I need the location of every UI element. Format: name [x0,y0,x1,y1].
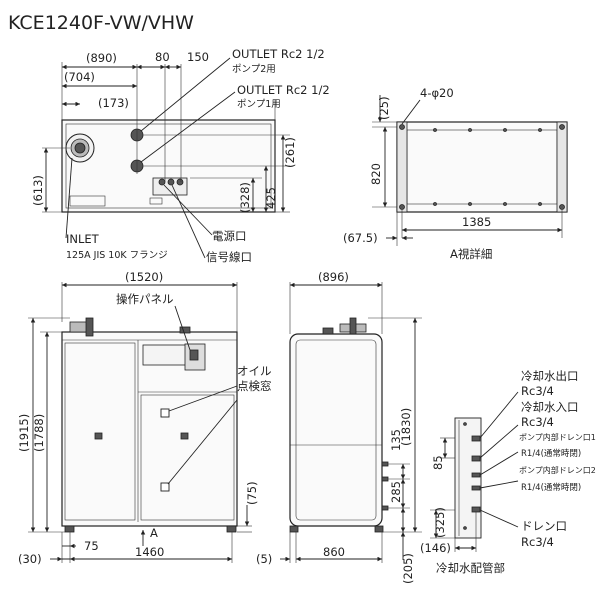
pump-drain-2-fitting [471,485,481,491]
dim-820: 820 [369,163,383,185]
dim-75-vertical: (75) [245,481,259,505]
dim-261: (261) [283,137,297,168]
cooling-water-inlet-size: Rc3/4 [521,415,554,429]
dim-613: (613) [31,175,45,206]
door-handle-1 [94,432,103,440]
detail-a-caption: A視詳細 [450,247,492,261]
dim-30: (30) [18,552,42,566]
outlet-1-label: OUTLET Rc2 1/2 [237,83,330,97]
dim-150: 150 [187,50,209,64]
front-view: 操作パネル オイル 点検窓 (1520) (1915) (1788) (75) [17,270,272,566]
dim-1788: (1788) [32,414,46,452]
inlet-sub: 125A JIS 10K フランジ [66,250,168,261]
power-port [158,178,166,186]
dim-328: (328) [238,182,252,213]
pump-drain-2-size: R1/4(通常時閉) [521,482,581,493]
dim-896: (896) [318,270,349,284]
cooling-water-inlet-label: 冷却水入口 [521,400,579,414]
dim-860: 860 [323,545,345,559]
cooling-water-outlet-size: Rc3/4 [521,384,554,398]
dim-67-5: (67.5) [343,231,378,245]
cooling-water-piping-detail: 冷却水出口 Rc3/4 冷却水入口 Rc3/4 ポンプ内部ドレン口1 R1/4(… [420,369,596,575]
inlet-label: INLET [66,232,100,246]
drain-size: Rc3/4 [521,535,554,549]
dim-1520: (1520) [125,270,163,284]
pump-drain-1-fitting [471,472,481,478]
power-port-label: 電源口 [212,229,247,243]
outlet-2-label: OUTLET Rc2 1/2 [232,47,325,61]
dim-325: (325) [433,507,447,538]
dim-704: (704) [64,70,95,84]
oil-window-label-2: 点検窓 [237,379,272,393]
dim-425: 425 [264,187,278,209]
pump-drain-1-label: ポンプ内部ドレン口1 [519,432,596,442]
cooling-water-outlet-fitting [471,435,481,442]
dim-80: 80 [155,50,170,64]
drain-fitting [471,506,481,513]
signal-port-label: 信号線口 [206,250,252,264]
dim-890: (890) [86,51,117,65]
oil-window-2 [160,482,170,492]
dim-25: (25) [377,96,391,120]
dim-205: (205) [401,553,415,584]
side-cabinet [289,333,383,527]
cooling-water-outlet-label: 冷却水出口 [521,369,579,383]
model-title: KCE1240F-VW/VHW [8,12,194,34]
detail-a-view: (25) 820 4-φ20 1385 (67.5) A視詳細 [343,86,568,261]
operation-panel-label: 操作パネル [116,292,174,306]
pump-drain-1-size: R1/4(通常時閉) [521,448,581,459]
outlet-1-sub: ポンプ1用 [237,99,281,110]
dim-1385: 1385 [462,215,491,229]
mount-hole-2 [559,124,565,130]
view-arrow-a: A [150,526,158,540]
mount-hole-1 [399,124,405,130]
oil-window-label-1: オイル [237,364,272,378]
side-view: (896) (1830) 135 285 (205) (5) 860 [256,270,422,584]
dim-1830: (1830) [399,408,413,446]
dim-75: 75 [84,539,99,553]
cooling-water-inlet-fitting [471,455,481,462]
mount-hole-4 [559,204,565,210]
mount-hole-3 [399,204,405,210]
dim-1460: 1460 [135,545,164,559]
detail-a-frame [396,121,568,213]
signal-port [167,178,175,186]
oil-window-1 [160,408,170,418]
holes-label: 4-φ20 [420,86,454,100]
pump-drain-2-label: ポンプ内部ドレン口2 [519,465,596,475]
piping-caption: 冷却水配管部 [436,561,505,575]
door-handle-2 [180,432,189,440]
dim-135: 135 [389,429,403,451]
dim-146: (146) [420,541,451,555]
dim-173: (173) [98,96,129,110]
outlet-2-sub: ポンプ2用 [232,64,276,75]
dim-5: (5) [256,552,272,566]
drain-label: ドレン口 [521,519,567,533]
dim-285: 285 [389,481,403,503]
top-view: (890) (704) (173) 80 150 (613) (261) (32… [31,47,330,264]
dim-85: 85 [431,455,445,470]
dim-1915: (1915) [17,414,31,452]
